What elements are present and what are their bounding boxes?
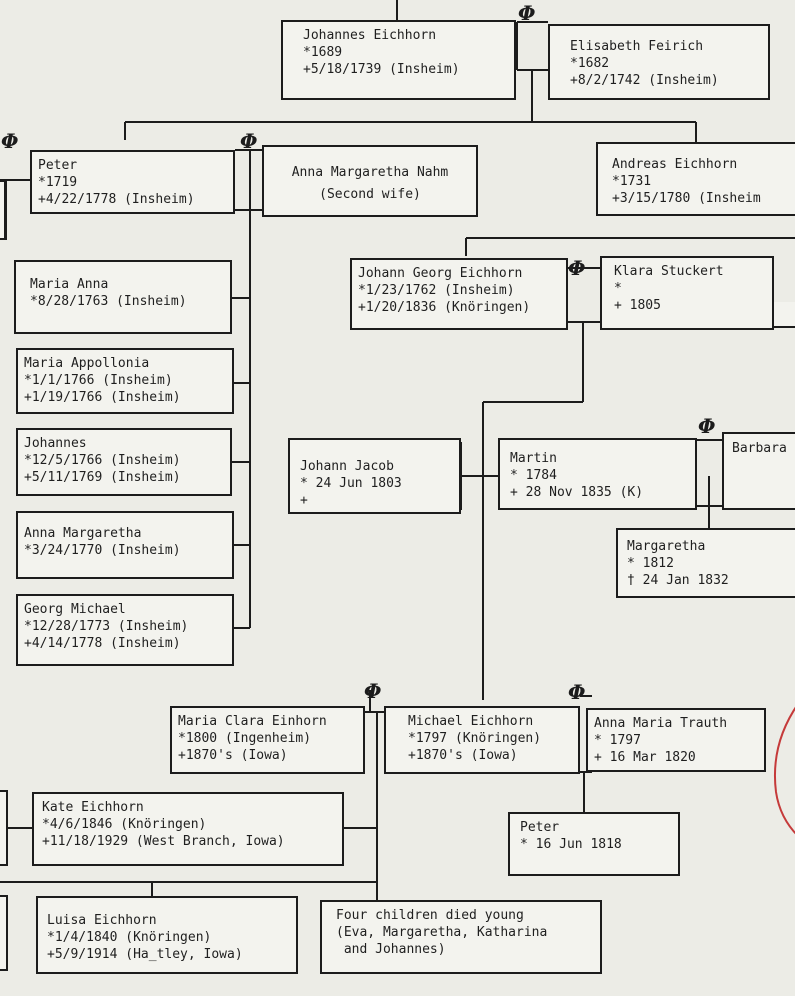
person-name: Johann Jacob: [300, 459, 394, 474]
person-birth: * 16 Jun 1818: [520, 837, 622, 852]
note-line: and Johannes): [336, 942, 446, 957]
person-birth: * 1797: [594, 733, 641, 748]
person-death: +5/9/1914 (Ha_tley, Iowa): [47, 947, 243, 962]
person-box-luisa-eichhorn: Luisa Eichhorn *1/4/1840 (Knöringen) +5/…: [36, 896, 298, 974]
person-birth: *1682: [570, 56, 610, 71]
person-box-kate-eichhorn: Kate Eichhorn *4/6/1846 (Knöringen) +11/…: [32, 792, 344, 866]
person-box-partial: [0, 895, 8, 971]
person-box-johannes: Johannes *12/5/1766 (Insheim) +5/11/1769…: [16, 428, 232, 496]
person-birth: *4/6/1846 (Knöringen): [42, 817, 207, 832]
person-name: Georg Michael: [24, 602, 126, 617]
person-name: Peter: [38, 158, 78, 173]
person-death: +1870's (Iowa): [178, 748, 288, 763]
person-box-peter-1818: Peter * 16 Jun 1818: [508, 812, 680, 876]
person-birth: *1689: [303, 45, 343, 60]
person-name: Anna Maria Trauth: [594, 716, 728, 731]
person-box-maria-appollonia: Maria Appollonia *1/1/1766 (Insheim) +1/…: [16, 348, 234, 414]
person-death: + 1805: [614, 298, 661, 313]
person-death: +1870's (Iowa): [408, 748, 518, 763]
person-name: Luisa Eichhorn: [47, 913, 157, 928]
person-death: +11/18/1929 (West Branch, Iowa): [42, 834, 285, 849]
person-name: Anna Margaretha: [24, 526, 142, 541]
person-birth: * 1812: [627, 556, 674, 571]
person-box-johann-jacob: Johann Jacob * 24 Jun 1803 +: [288, 438, 461, 514]
person-name: Elisabeth Feirich: [570, 39, 704, 54]
person-name: Peter: [520, 820, 560, 835]
person-box-martin: Martin * 1784 + 28 Nov 1835 (K): [498, 438, 697, 510]
person-box-johannes-eichhorn: Johannes Eichhorn *1689 +5/18/1739 (Insh…: [281, 20, 516, 100]
person-box-elisabeth-feirich: Elisabeth Feirich *1682 +8/2/1742 (Inshe…: [548, 24, 770, 100]
note-line: Four children died young: [336, 908, 524, 923]
person-birth: *1/4/1840 (Knöringen): [47, 930, 212, 945]
person-death: +1/20/1836 (Knöringen): [358, 300, 531, 315]
person-box-barbara: Barbara: [722, 432, 795, 510]
person-name: Maria Clara Einhorn: [178, 714, 327, 729]
person-box-georg-michael: Georg Michael *12/28/1773 (Insheim) +4/1…: [16, 594, 234, 666]
red-stamp-fragment: [774, 706, 795, 835]
person-box-peter: Peter *1719 +4/22/1778 (Insheim): [30, 150, 235, 214]
person-name: Margaretha: [627, 539, 706, 554]
person-birth: *12/5/1766 (Insheim): [24, 453, 181, 468]
person-birth: *8/28/1763 (Insheim): [30, 294, 187, 309]
person-death: +1/19/1766 (Insheim): [24, 390, 181, 405]
person-birth: *1800 (Ingenheim): [178, 731, 312, 746]
person-box-michael-eichhorn: Michael Eichhorn *1797 (Knöringen) +1870…: [384, 706, 580, 774]
person-birth: *1/1/1766 (Insheim): [24, 373, 173, 388]
person-name: Johannes: [24, 436, 87, 451]
person-box-klara-stuckert: Klara Stuckert * + 1805: [600, 256, 774, 330]
person-note: (Second wife): [319, 187, 421, 202]
person-birth: *: [614, 281, 622, 296]
person-name: Kate Eichhorn: [42, 800, 144, 815]
person-name: Johannes Eichhorn: [303, 28, 437, 43]
person-name: Andreas Eichhorn: [612, 157, 738, 172]
person-name: Klara Stuckert: [614, 264, 724, 279]
person-box-anna-maria-trauth: Anna Maria Trauth * 1797 + 16 Mar 1820: [586, 708, 766, 772]
person-box-anna-margaretha-nahm: Anna Margaretha Nahm (Second wife): [262, 145, 478, 217]
person-death: +8/2/1742 (Insheim): [570, 73, 719, 88]
person-death: +: [300, 493, 308, 508]
person-box-partial: [0, 180, 6, 240]
person-box-maria-anna: Maria Anna *8/28/1763 (Insheim): [14, 260, 232, 334]
person-box-andreas-eichhorn: Andreas Eichhorn *1731 +3/15/1780 (Inshe…: [596, 142, 795, 216]
person-death: † 24 Jan 1832: [627, 573, 729, 588]
person-death: + 28 Nov 1835 (K): [510, 485, 644, 500]
person-birth: * 24 Jun 1803: [300, 476, 402, 491]
person-birth: * 1784: [510, 468, 557, 483]
person-birth: *1719: [38, 175, 78, 190]
person-death: +5/11/1769 (Insheim): [24, 470, 181, 485]
person-death: +4/14/1778 (Insheim): [24, 636, 181, 651]
person-birth: *1731: [612, 174, 652, 189]
person-death: +4/22/1778 (Insheim): [38, 192, 195, 207]
note-box-four-children: Four children died young (Eva, Margareth…: [320, 900, 602, 974]
person-death: + 16 Mar 1820: [594, 750, 696, 765]
note-line: (Eva, Margaretha, Katharina: [336, 925, 548, 940]
person-name: Michael Eichhorn: [408, 714, 534, 729]
person-box-anna-margaretha: Anna Margaretha *3/24/1770 (Insheim): [16, 511, 234, 579]
person-box-partial: [0, 790, 8, 866]
person-box-partial: [774, 302, 795, 328]
person-box-margaretha: Margaretha * 1812 † 24 Jan 1832: [616, 528, 795, 598]
person-death: +3/15/1780 (Insheim: [612, 191, 761, 206]
person-name: Anna Margaretha Nahm: [291, 165, 449, 180]
person-box-johann-georg-eichhorn: Johann Georg Eichhorn *1/23/1762 (Inshei…: [350, 258, 568, 330]
person-name: Martin: [510, 451, 557, 466]
person-name: Maria Anna: [30, 277, 109, 292]
person-birth: *1797 (Knöringen): [408, 731, 542, 746]
person-birth: *1/23/1762 (Insheim): [358, 283, 515, 298]
person-name: Barbara: [732, 441, 787, 456]
person-box-maria-clara-einhorn: Maria Clara Einhorn *1800 (Ingenheim) +1…: [170, 706, 365, 774]
person-birth: *12/28/1773 (Insheim): [24, 619, 189, 634]
person-name: Maria Appollonia: [24, 356, 150, 371]
person-name: Johann Georg Eichhorn: [358, 266, 523, 281]
person-death: +5/18/1739 (Insheim): [303, 62, 460, 77]
person-birth: *3/24/1770 (Insheim): [24, 543, 181, 558]
